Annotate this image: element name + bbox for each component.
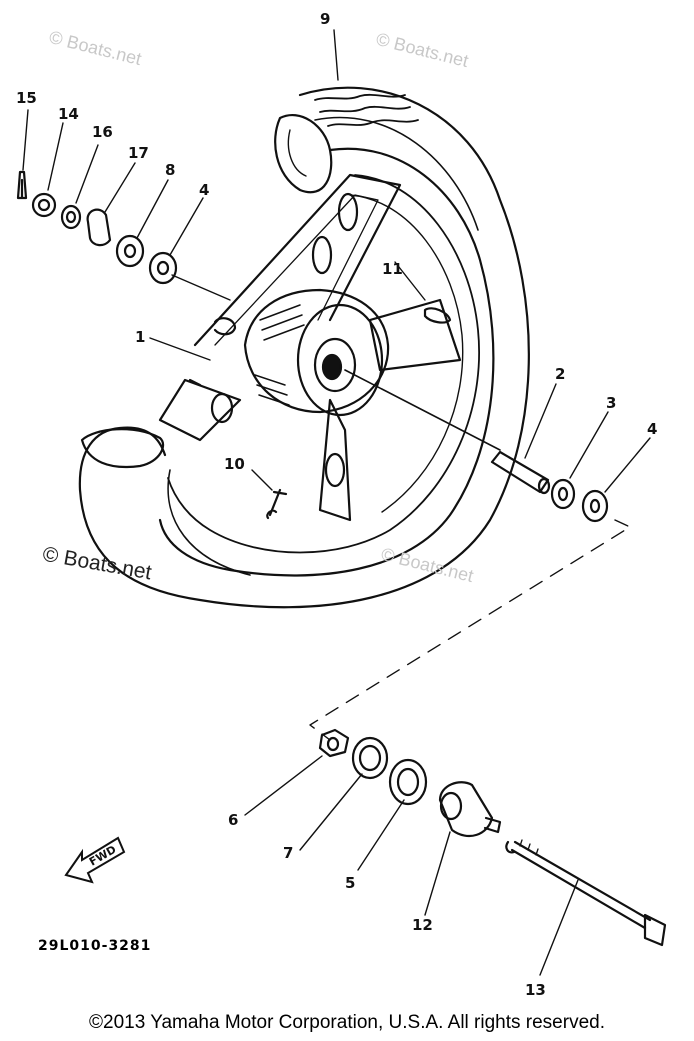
callout-9: 9	[320, 10, 331, 28]
callout-1: 1	[135, 328, 146, 346]
oil-seal-7	[351, 736, 389, 780]
spoke-lower-left	[158, 378, 242, 442]
rim	[167, 174, 480, 554]
part-code: 29L010-3281	[38, 938, 152, 954]
bearing-4-left	[148, 251, 178, 285]
spoke-lower	[318, 398, 352, 522]
callout-12: 12	[412, 916, 433, 934]
callout-17: 17	[128, 144, 149, 162]
spoke-right	[368, 298, 462, 372]
valve-stem	[266, 488, 288, 520]
gear-unit-12	[438, 781, 494, 838]
balance-weight	[423, 307, 452, 324]
hub-disc	[296, 303, 384, 417]
callout-7: 7	[283, 844, 294, 862]
callout-2: 2	[555, 365, 566, 383]
callout-10: 10	[224, 455, 245, 473]
callout-11: 11	[382, 260, 403, 278]
washer-16	[60, 204, 82, 230]
bearing-4-right	[581, 489, 609, 523]
bearing-8	[115, 234, 145, 268]
callout-6: 6	[228, 811, 239, 829]
axle-centerline	[344, 369, 501, 451]
copyright-notice: ©2013 Yamaha Motor Corporation, U.S.A. A…	[89, 1012, 605, 1033]
callout-14: 14	[58, 105, 79, 123]
fwd-arrow-icon: FWD	[64, 836, 126, 884]
collar-17	[86, 208, 112, 247]
callout-4-right: 4	[647, 420, 658, 438]
callout-5: 5	[345, 874, 356, 892]
callout-8: 8	[165, 161, 176, 179]
tire-cutaway-bottom	[80, 428, 165, 468]
callout-16: 16	[92, 123, 113, 141]
nut-14	[31, 192, 57, 218]
callout-13: 13	[525, 981, 546, 999]
hub-body	[243, 288, 390, 414]
tire-outline	[78, 86, 530, 609]
axle-dashed-line	[309, 519, 631, 741]
callout-3: 3	[606, 394, 617, 412]
callout-4-left: 4	[199, 181, 210, 199]
tire-cutaway-top	[274, 114, 333, 194]
tire-inner-edge	[158, 147, 495, 577]
spoke-upper	[193, 173, 402, 347]
bearing-5	[388, 758, 428, 806]
bearing-3	[550, 478, 576, 510]
bolt-15	[16, 170, 28, 200]
axle-13	[510, 840, 652, 930]
callout-15: 15	[16, 89, 37, 107]
retainer-6	[318, 728, 350, 758]
